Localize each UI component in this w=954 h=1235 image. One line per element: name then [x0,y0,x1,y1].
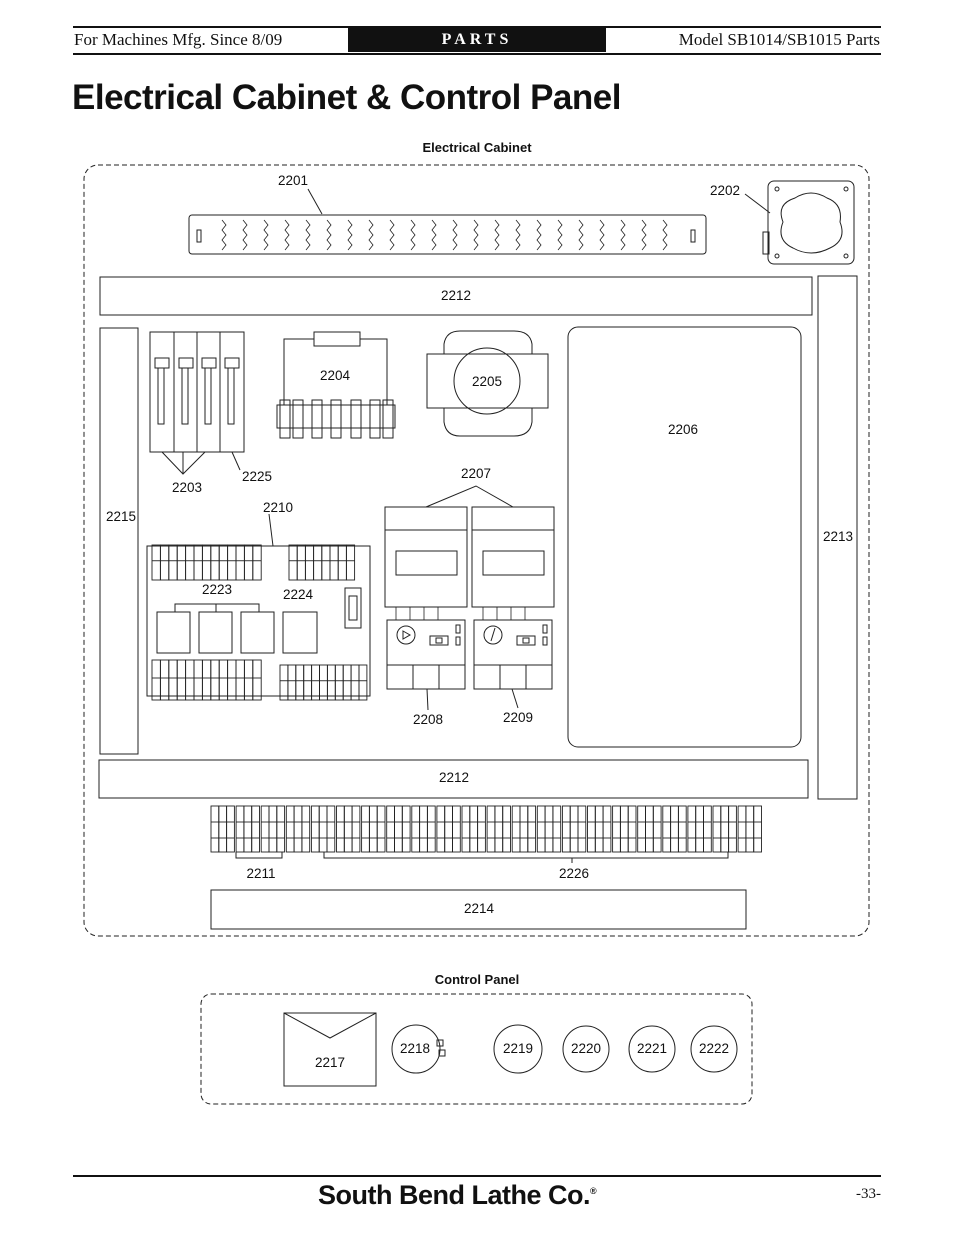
part-2213-duct-right [817,275,858,800]
bracket-2211 [235,852,283,859]
leader-2210 [268,513,274,547]
section-title-panel: Control Panel [435,972,520,987]
label-2215: 2215 [106,509,136,524]
part-2207-contactors [384,506,555,620]
section-title-cabinet: Electrical Cabinet [422,140,532,155]
part-2202-fan [762,180,855,265]
part-2208-overload [386,619,466,690]
leader-2202 [744,193,771,214]
label-2201: 2201 [278,173,308,188]
part-2214-rail [210,889,747,930]
label-2203: 2203 [172,480,202,495]
part-2217-pendant [283,1012,377,1087]
label-2224: 2224 [283,587,314,602]
label-2217: 2217 [315,1055,345,1070]
label-2222: 2222 [699,1041,729,1056]
label-2207: 2207 [461,466,491,481]
part-2204-filter [276,331,396,439]
label-2202: 2202 [710,183,740,198]
part-2212-rail-top [99,276,813,316]
part-2221-button [628,1025,676,1073]
header-top-rule [73,26,881,28]
control-panel-outline [200,993,753,1105]
part-2201-cable-bar [188,214,707,255]
header-section-badge: PARTS [348,28,606,52]
label-2212-bottom: 2212 [439,770,469,785]
leader-2208 [426,688,429,711]
footer-rule [73,1175,881,1177]
label-2225: 2225 [242,469,272,484]
part-2210-board [146,544,371,701]
cabinet-outline [83,164,870,937]
label-2206: 2206 [668,422,698,437]
label-2210: 2210 [263,500,293,515]
label-2213: 2213 [823,529,853,544]
header-right: Model SB1014/SB1015 Parts [678,30,880,49]
part-2226-terminal-strip [210,805,762,853]
part-2209-overload [473,619,553,690]
label-2204: 2204 [320,368,351,383]
label-2223: 2223 [202,582,232,597]
header-bottom-rule [73,53,881,55]
bracket-2226 [323,852,729,859]
leader-2201 [307,188,323,215]
part-2212-rail-bottom [98,759,809,799]
label-2219: 2219 [503,1041,533,1056]
label-2226: 2226 [559,866,589,881]
part-2203-breakers [149,331,245,453]
part-2220-button [562,1025,610,1073]
label-2221: 2221 [637,1041,667,1056]
brand-logo-text: South Bend Lathe Co.® [318,1180,597,1210]
part-2218-selector [391,1024,446,1074]
label-2209: 2209 [503,710,533,725]
page-number: -33- [856,1186,881,1202]
label-2205: 2205 [472,374,502,389]
label-2212-top: 2212 [441,288,471,303]
label-2220: 2220 [571,1041,601,1056]
page-title: Electrical Cabinet & Control Panel [72,78,621,117]
part-2206-panel [567,326,802,748]
part-2219-button [493,1024,543,1074]
part-2215-duct-left [99,327,139,755]
header-left: For Machines Mfg. Since 8/09 [74,30,283,49]
label-2208: 2208 [413,712,443,727]
leader-2225 [231,451,241,471]
leader-2209 [511,688,519,709]
leader-2207 [425,485,514,508]
label-2218: 2218 [400,1041,430,1056]
part-2222-button [690,1025,738,1073]
label-2214: 2214 [464,901,495,916]
label-2211: 2211 [246,866,275,881]
part-2205-transformer [426,330,549,437]
